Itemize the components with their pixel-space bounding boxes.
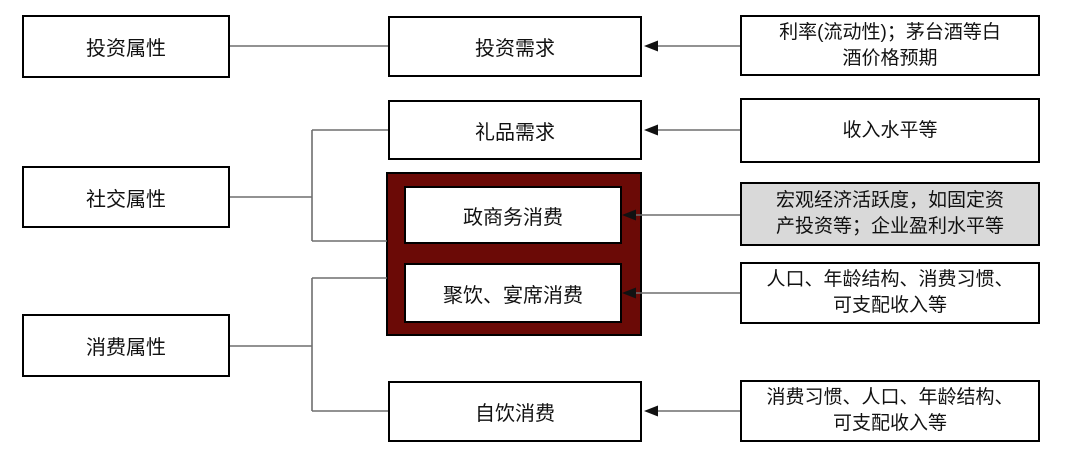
driver-text-line: 利率(流动性)；茅台酒等白	[779, 21, 1001, 43]
driver-text-line: 消费习惯、人口、年龄结构、	[766, 387, 1014, 408]
driver-gov-business-factors-box: 宏观经济活跃度，如固定资 产投资等；企业盈利水平等	[740, 182, 1040, 246]
driver-text-line: 可支配收入等	[832, 295, 947, 316]
highlight-group-box: 政商务消费 聚饮、宴席消费	[386, 172, 642, 336]
driver-self-drinking-factors-box: 消费习惯、人口、年龄结构、 可支配收入等	[740, 380, 1040, 442]
driver-text-line: 可支配收入等	[832, 413, 947, 434]
driver-text-line: 宏观经济活跃度，如固定资	[775, 190, 1004, 211]
node-label: 消费属性	[86, 337, 166, 359]
connector-consumption-tree	[230, 277, 388, 412]
node-label: 自饮消费	[475, 403, 555, 425]
driver-text-line: 人口、年龄结构、消费习惯、	[766, 269, 1014, 290]
node-label: 投资需求	[475, 38, 555, 60]
driver-investment-factors-box: 利率(流动性)；茅台酒等白 酒价格预期	[740, 15, 1040, 76]
node-investment-demand: 投资需求	[388, 16, 642, 77]
node-social-attribute: 社交属性	[22, 166, 230, 228]
arrow-investment-factors	[644, 40, 740, 52]
driver-banquet-factors-box: 人口、年龄结构、消费习惯、 可支配收入等	[740, 262, 1040, 324]
node-gov-business-consumption: 政商务消费	[404, 186, 622, 244]
node-gift-demand: 礼品需求	[388, 100, 642, 160]
driver-text-line: 产投资等；企业盈利水平等	[775, 216, 1004, 237]
node-banquet-consumption: 聚饮、宴席消费	[404, 263, 622, 323]
connector-social-tree	[230, 129, 388, 242]
node-investment-attribute: 投资属性	[22, 15, 230, 78]
node-label: 社交属性	[86, 188, 166, 211]
node-label: 礼品需求	[475, 121, 555, 144]
node-self-drinking-consumption: 自饮消费	[388, 381, 642, 442]
node-label: 聚饮、宴席消费	[443, 284, 583, 307]
arrow-gift-factors	[644, 124, 740, 136]
node-label: 投资属性	[86, 38, 166, 60]
driver-gift-factors-box: 收入水平等	[740, 98, 1040, 163]
arrow-self-drinking-factors	[644, 405, 740, 417]
driver-text-line: 收入水平等	[842, 119, 938, 141]
driver-text-line: 酒价格预期	[842, 47, 938, 69]
node-label: 政商务消费	[463, 206, 563, 229]
node-consumption-attribute: 消费属性	[22, 314, 230, 377]
